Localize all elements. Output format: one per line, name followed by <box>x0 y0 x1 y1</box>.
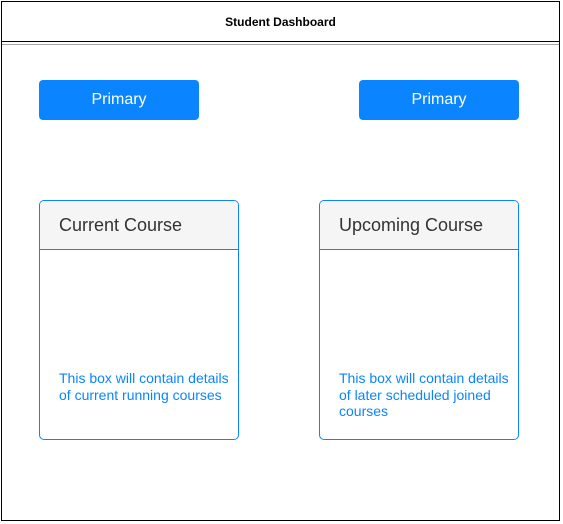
upcoming-course-title: Upcoming Course <box>339 214 484 235</box>
current-course-card: Current Course This box will contain det… <box>39 200 239 440</box>
primary-button-left[interactable]: Primary <box>39 80 199 120</box>
upcoming-course-card-header: Upcoming Course <box>320 201 518 250</box>
upcoming-course-card: Upcoming Course This box will contain de… <box>319 200 519 440</box>
header-divider <box>2 44 559 45</box>
current-course-description: This box will contain details of current… <box>59 370 229 403</box>
header-bar: Student Dashboard <box>2 2 559 42</box>
current-course-card-header: Current Course <box>40 201 238 250</box>
upcoming-course-description: This box will contain details of later s… <box>339 370 509 419</box>
current-course-card-body: This box will contain details of current… <box>40 250 238 439</box>
upcoming-course-card-body: This box will contain details of later s… <box>320 250 518 439</box>
primary-button-right[interactable]: Primary <box>359 80 519 120</box>
current-course-title: Current Course <box>59 214 183 235</box>
page-title: Student Dashboard <box>225 14 336 29</box>
